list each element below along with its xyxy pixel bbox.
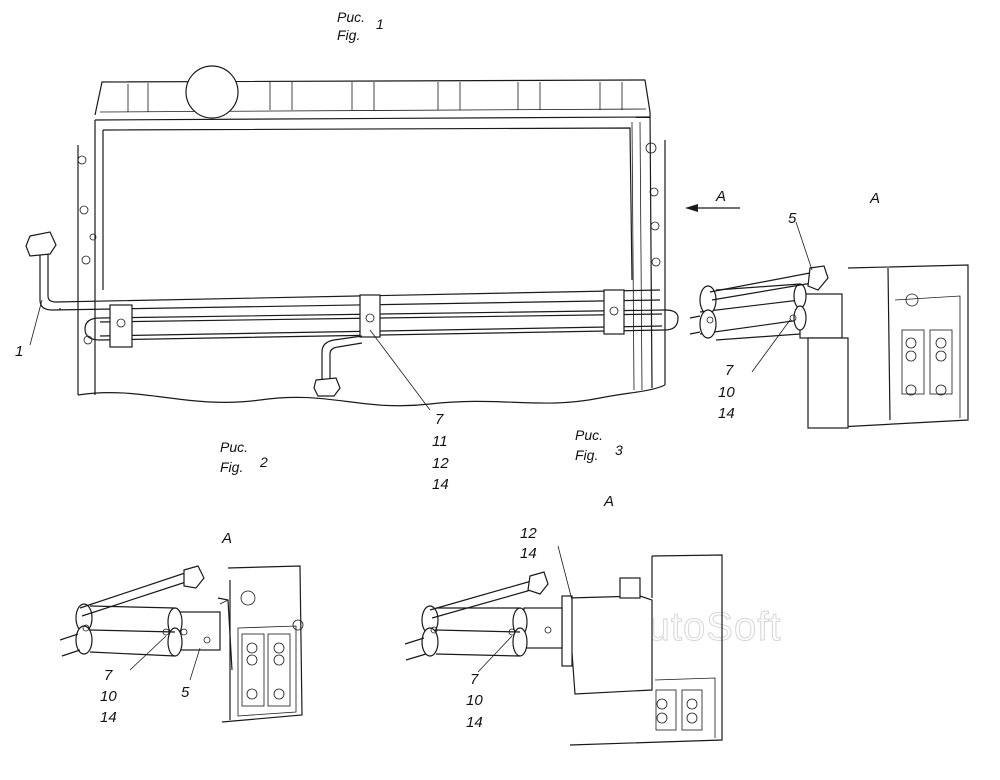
clamp-left bbox=[109, 304, 133, 348]
detail-a-callout-10: 10 bbox=[718, 384, 735, 401]
clamp-center bbox=[359, 294, 381, 338]
fig2-callout-5: 5 bbox=[181, 684, 190, 701]
detail-a-callout-14: 14 bbox=[718, 405, 735, 422]
fig2-detail bbox=[59, 565, 304, 723]
callout-11: 11 bbox=[432, 433, 448, 450]
clamp-right bbox=[603, 289, 625, 335]
detail-a-callout-5: 5 bbox=[788, 210, 797, 227]
fig2-callout-10: 10 bbox=[100, 688, 117, 705]
radiator-assembly bbox=[77, 65, 666, 407]
fig3-caption-en: Fig. bbox=[575, 447, 598, 463]
detail-a-view-label: A bbox=[869, 190, 880, 207]
fig3-number: 3 bbox=[615, 442, 623, 458]
oil-cooler-tubes bbox=[25, 231, 679, 397]
fig2-view-label: A bbox=[221, 530, 232, 547]
leader-7-11-12-14 bbox=[369, 329, 431, 411]
fig2-number: 2 bbox=[259, 454, 268, 470]
fig3-callout-7: 7 bbox=[470, 671, 479, 688]
drain-union-nut bbox=[313, 377, 341, 397]
fig3-detail bbox=[404, 554, 723, 746]
fig1-caption-ru: Рис. bbox=[337, 9, 365, 25]
fig3-caption-ru: Рис. bbox=[575, 427, 603, 443]
filler-neck bbox=[185, 65, 239, 119]
fig2-caption-en: Fig. bbox=[220, 459, 243, 475]
fig1-number: 1 bbox=[376, 16, 384, 32]
callout-14: 14 bbox=[432, 476, 449, 493]
callout-12: 12 bbox=[432, 455, 449, 472]
fig3-callout-12: 12 bbox=[520, 525, 537, 542]
left-union-nut bbox=[25, 231, 57, 257]
fig3-callout-10: 10 bbox=[466, 692, 483, 709]
leader-1 bbox=[29, 299, 43, 346]
fig1-caption-en: Fig. bbox=[337, 27, 360, 43]
fig3-callout-14: 14 bbox=[466, 714, 483, 731]
callout-1: 1 bbox=[15, 343, 23, 360]
fig2-caption-ru: Рис. bbox=[220, 439, 248, 455]
fig2-callout-14: 14 bbox=[100, 709, 117, 726]
fig3-view-label: A bbox=[603, 493, 614, 510]
fig3-callout-14-top: 14 bbox=[520, 545, 537, 562]
view-arrow-label: A bbox=[715, 188, 726, 205]
fig2-callout-7: 7 bbox=[104, 667, 113, 684]
callout-7: 7 bbox=[435, 411, 444, 428]
detail-a-top bbox=[689, 264, 969, 429]
detail-a-callout-7: 7 bbox=[725, 362, 734, 379]
